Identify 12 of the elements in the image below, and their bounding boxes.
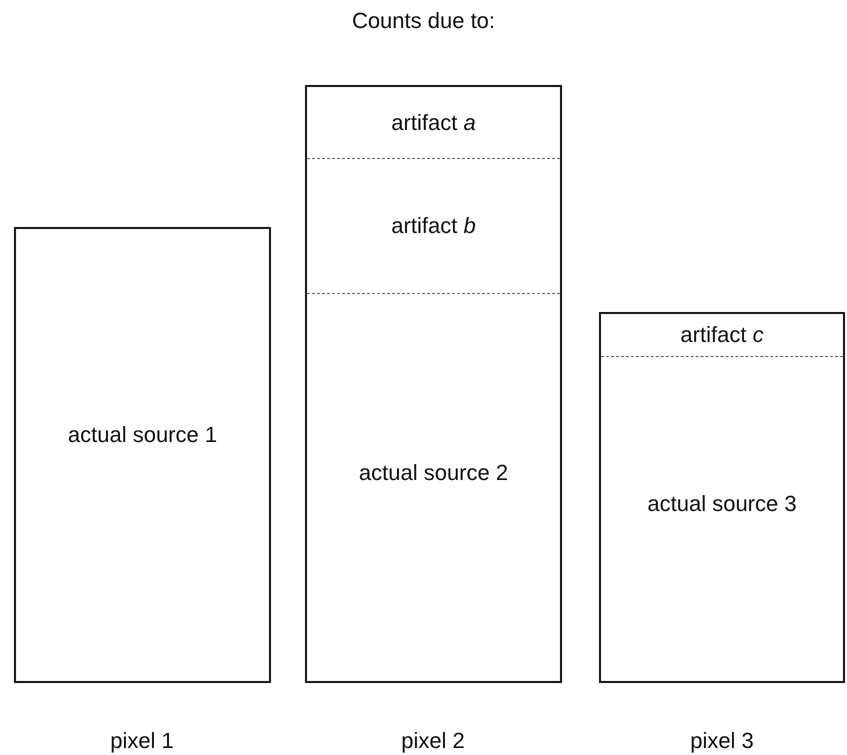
segment-label: actual source 3 xyxy=(647,491,797,517)
segment-label: artifact c xyxy=(680,322,764,348)
segment-label: actual source 2 xyxy=(358,460,508,486)
axis-label: pixel 3 xyxy=(689,728,755,754)
axis-label: pixel 2 xyxy=(400,728,466,754)
count-bar xyxy=(305,85,562,683)
axis-label: pixel 1 xyxy=(109,728,175,754)
segment-label: artifact b xyxy=(391,213,476,239)
diagram-title: Counts due to: xyxy=(350,8,496,34)
segment-label: actual source 1 xyxy=(68,422,218,448)
count-bar xyxy=(14,227,271,683)
segment-label: artifact a xyxy=(391,110,476,136)
